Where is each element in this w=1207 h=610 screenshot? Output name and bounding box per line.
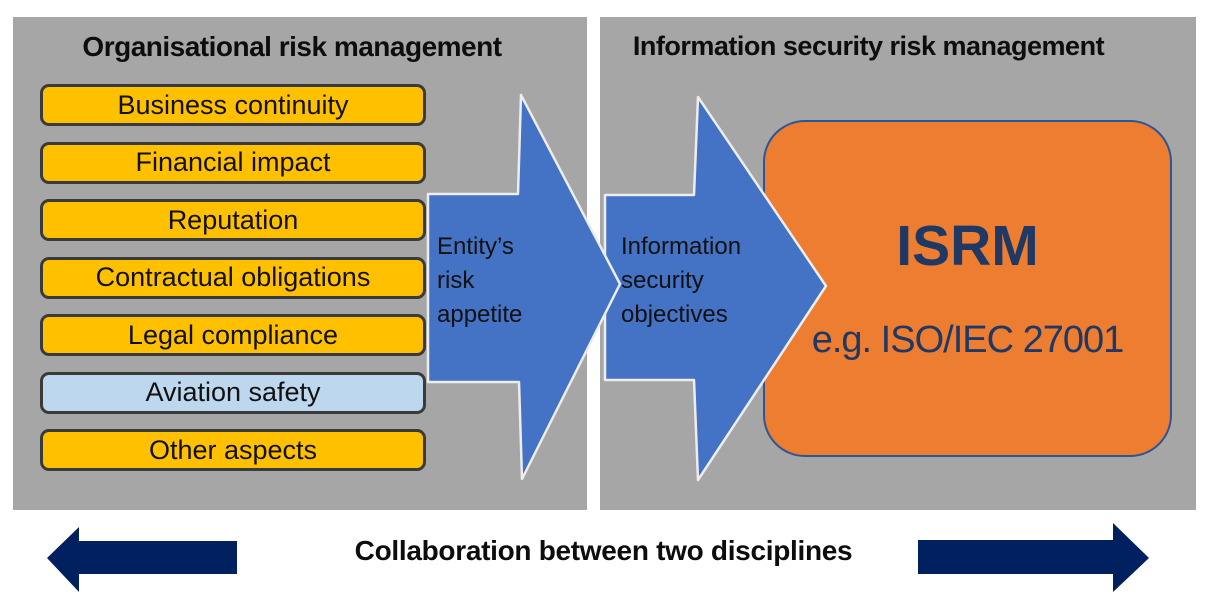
entity-label-line: appetite xyxy=(437,301,523,328)
collaboration-caption: Collaboration between two disciplines xyxy=(354,535,853,566)
isrm-box-title: ISRM xyxy=(896,213,1039,278)
objectives-label-line: objectives xyxy=(621,301,728,328)
risk-aspect-box-business-continuity: Business continuity xyxy=(40,84,426,126)
isrm-box-subtitle: e.g. ISO/IEC 27001 xyxy=(811,318,1125,361)
risk-aspect-box-contractual-obligations: Contractual obligations xyxy=(40,256,426,299)
risk-aspect-list: Business continuity Financial impact Rep… xyxy=(40,84,426,471)
entity-risk-appetite-label: Entity’s risk appetite xyxy=(437,230,522,332)
information-security-risk-title: Information security risk management xyxy=(632,31,1105,61)
organisational-risk-title: Organisational risk management xyxy=(82,31,502,62)
objectives-label-line: security xyxy=(621,267,704,294)
entity-label-line: risk xyxy=(437,267,475,294)
isrm-box: ISRM e.g. ISO/IEC 27001 xyxy=(763,120,1172,457)
objectives-label-line: Information xyxy=(621,233,742,260)
risk-aspect-box-reputation: Reputation xyxy=(40,199,426,241)
risk-aspect-box-aviation-safety: Aviation safety xyxy=(40,371,426,414)
entity-label-line: Entity’s xyxy=(437,233,514,260)
risk-aspect-box-legal-compliance: Legal compliance xyxy=(40,314,426,356)
information-security-objectives-label: Information security objectives xyxy=(621,230,741,332)
risk-aspect-box-other-aspects: Other aspects xyxy=(40,429,426,471)
risk-aspect-box-financial-impact: Financial impact xyxy=(40,141,426,184)
